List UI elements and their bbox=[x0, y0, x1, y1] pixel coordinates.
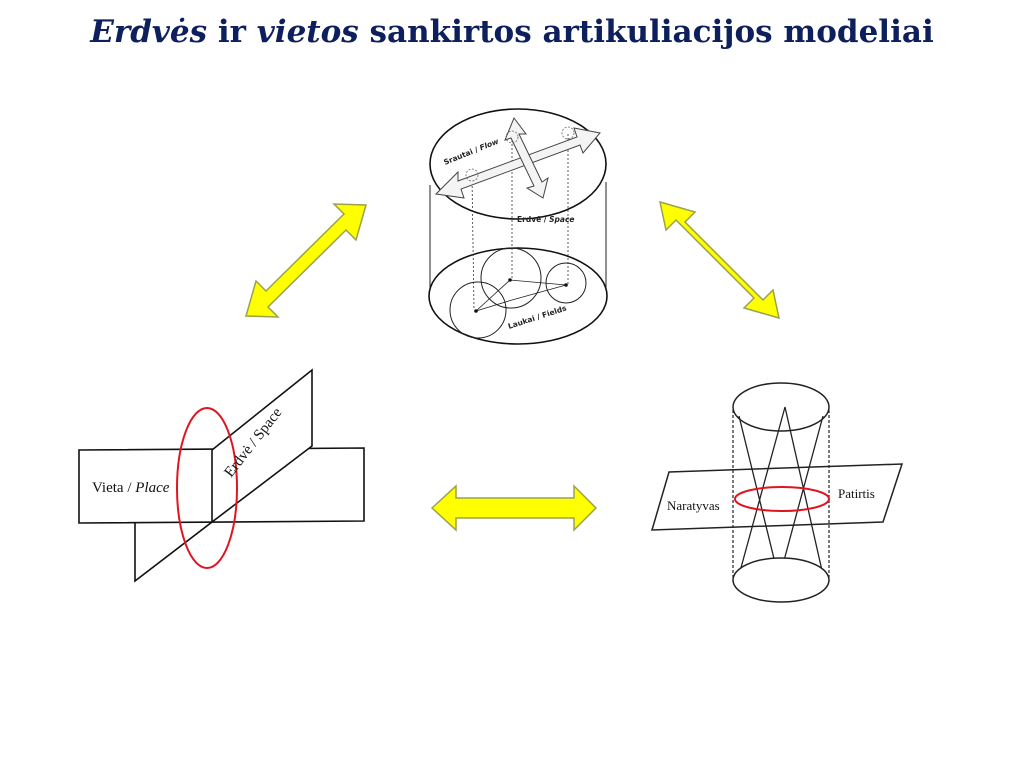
cylinder-bottom-ellipse bbox=[428, 247, 608, 345]
flow-arrow-vertical bbox=[504, 116, 549, 199]
title-ir: ir bbox=[207, 14, 257, 50]
field-node bbox=[508, 278, 512, 282]
field-links bbox=[475, 279, 567, 312]
right-cones-diagram: Naratyvas Patirtis bbox=[650, 382, 904, 603]
cone-lines-up bbox=[738, 406, 824, 576]
experience-label: Patirtis bbox=[838, 486, 875, 501]
title-erdves: Erdvės bbox=[90, 14, 208, 50]
experience-ring bbox=[734, 486, 830, 512]
arrow-bottom bbox=[430, 484, 598, 532]
cone-bottom-ellipse bbox=[732, 557, 830, 603]
flow-node bbox=[505, 130, 519, 144]
intersection-ring bbox=[176, 407, 238, 569]
arrow-top-left bbox=[245, 203, 367, 318]
flow-arrow-long bbox=[434, 127, 601, 199]
narrative-label: Naratyvas bbox=[667, 498, 720, 513]
cone-top-ellipse bbox=[732, 382, 830, 432]
field-node bbox=[474, 309, 478, 313]
arrow-top-right bbox=[659, 200, 780, 320]
field-node bbox=[564, 283, 568, 287]
title-vietos: vietos bbox=[256, 14, 359, 50]
top-cylinder-diagram: Srautai / Flow Erdvė / Space Laukai / Fi… bbox=[428, 108, 608, 345]
narrative-plane bbox=[650, 463, 904, 531]
field-link bbox=[475, 299, 513, 312]
flow-node bbox=[561, 126, 575, 140]
vertical-lower-plane bbox=[134, 521, 215, 583]
space-label: Erdvė / Space bbox=[517, 215, 575, 224]
field-circle bbox=[449, 281, 507, 339]
title-rest: sankirtos artikuliacijos modeliai bbox=[358, 14, 934, 50]
flow-node bbox=[465, 168, 479, 182]
place-label: Vieta / Place bbox=[92, 480, 170, 496]
field-circle bbox=[480, 247, 542, 309]
slide-title: Erdvės ir vietos sankirtos artikuliacijo… bbox=[0, 14, 1024, 50]
left-planes-diagram: Vieta / Place Erdvė / Space bbox=[78, 368, 365, 583]
